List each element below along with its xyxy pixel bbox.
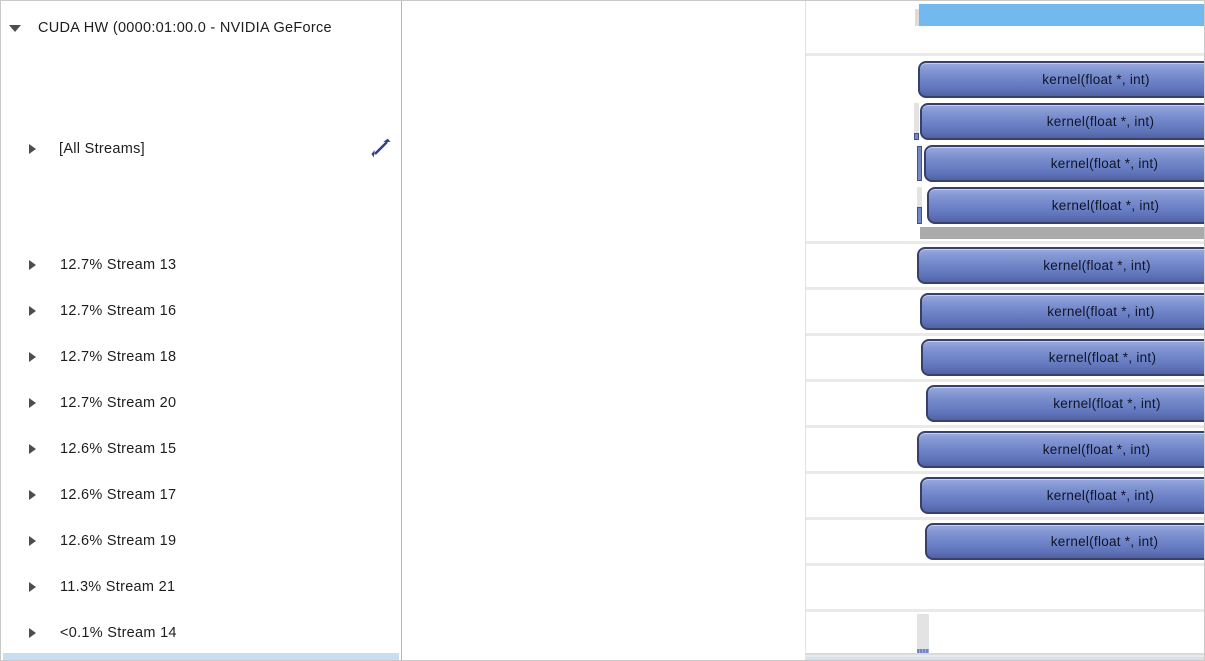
- stream-row-label: 11.3% Stream 21: [60, 579, 176, 595]
- kernel-bar-label: kernel(float *, int): [1050, 156, 1159, 171]
- stream-row-label: 12.6% Stream 15: [60, 441, 177, 457]
- kernel-bar[interactable]: kernel(float *, int): [920, 103, 1204, 140]
- all-streams-row-label: [All Streams]: [59, 141, 145, 157]
- tree-row-stream-20[interactable]: 12.7% Stream 20: [1, 388, 401, 418]
- kernel-bar-label: kernel(float *, int): [1051, 198, 1160, 213]
- kernel-bar-label: kernel(float *, int): [1042, 72, 1150, 87]
- row-separator: [806, 517, 1204, 520]
- tree-row-stream-18[interactable]: 12.7% Stream 18: [1, 342, 401, 372]
- row-separator: [806, 333, 1204, 336]
- timeline-tree-panel: CUDA HW (0000:01:00.0 - NVIDIA GeForce […: [1, 1, 402, 660]
- tree-row-cuda-hw[interactable]: CUDA HW (0000:01:00.0 - NVIDIA GeForce: [1, 13, 401, 43]
- expand-triangle-icon[interactable]: [29, 444, 36, 454]
- row-separator: [806, 654, 1204, 657]
- kernel-bar[interactable]: kernel(float *, int): [918, 61, 1204, 98]
- resize-diagonal-arrows-icon[interactable]: [370, 137, 392, 159]
- timeline-bottom-divider: [806, 653, 1204, 655]
- kernel-bar[interactable]: kernel(float *, int): [917, 431, 1204, 468]
- kernel-bar-label: kernel(float *, int): [1050, 534, 1159, 549]
- stream-row-label: 12.7% Stream 16: [60, 303, 177, 319]
- row-separator: [806, 609, 1204, 612]
- tiny-kernel-sliver[interactable]: [914, 103, 919, 133]
- tree-row-stream-17[interactable]: 12.6% Stream 17: [1, 480, 401, 510]
- kernel-bar-label: kernel(float *, int): [1053, 396, 1161, 411]
- stream-row-label: 12.7% Stream 13: [60, 257, 177, 273]
- expand-triangle-icon[interactable]: [29, 628, 36, 638]
- expand-triangle-icon[interactable]: [29, 352, 36, 362]
- memory-activity-bar[interactable]: [920, 227, 1204, 239]
- panel-divider: [805, 1, 806, 660]
- tree-row-stream-14[interactable]: <0.1% Stream 14: [1, 618, 401, 648]
- tiny-kernel-sliver[interactable]: [917, 614, 929, 651]
- expand-triangle-icon[interactable]: [29, 144, 36, 154]
- kernel-bar[interactable]: kernel(float *, int): [926, 385, 1204, 422]
- kernel-bar[interactable]: kernel(float *, int): [920, 293, 1204, 330]
- tree-row-stream-21[interactable]: 11.3% Stream 21: [1, 572, 401, 602]
- tiny-kernel-sliver[interactable]: [917, 146, 922, 181]
- expand-triangle-icon[interactable]: [29, 536, 36, 546]
- row-separator: [806, 471, 1204, 474]
- expand-triangle-icon[interactable]: [29, 582, 36, 592]
- kernel-bar[interactable]: kernel(float *, int): [920, 477, 1204, 514]
- expand-triangle-icon[interactable]: [29, 398, 36, 408]
- stream-row-label: 12.6% Stream 17: [60, 487, 177, 503]
- kernel-bar-label: kernel(float *, int): [1043, 258, 1151, 273]
- kernel-bar[interactable]: kernel(float *, int): [925, 523, 1204, 560]
- stream-row-label: 12.7% Stream 18: [60, 349, 177, 365]
- tree-row-stream-15[interactable]: 12.6% Stream 15: [1, 434, 401, 464]
- row-separator: [806, 563, 1204, 566]
- expand-triangle-icon[interactable]: [29, 260, 36, 270]
- kernel-bar-label: kernel(float *, int): [1046, 114, 1155, 129]
- tiny-kernel-sliver[interactable]: [917, 207, 922, 224]
- stream-row-label: 12.7% Stream 20: [60, 395, 177, 411]
- row-separator: [806, 241, 1204, 244]
- tree-panel-horizontal-scrollbar[interactable]: [3, 653, 399, 660]
- cuda-hw-row-label: CUDA HW (0000:01:00.0 - NVIDIA GeForce: [38, 20, 332, 36]
- kernel-bar[interactable]: kernel(float *, int): [924, 145, 1204, 182]
- tree-row-stream-19[interactable]: 12.6% Stream 19: [1, 526, 401, 556]
- kernel-bar-label: kernel(float *, int): [1047, 304, 1155, 319]
- tree-row-stream-16[interactable]: 12.7% Stream 16: [1, 296, 401, 326]
- stream-row-label: <0.1% Stream 14: [60, 625, 177, 641]
- row-separator: [806, 379, 1204, 382]
- row-separator: [806, 425, 1204, 428]
- tiny-kernel-sliver[interactable]: [917, 649, 929, 654]
- kernel-bar-label: kernel(float *, int): [1048, 350, 1157, 365]
- cuda-hw-summary-bar[interactable]: [919, 4, 1204, 26]
- tiny-kernel-sliver[interactable]: [917, 187, 922, 207]
- kernel-bar-label: kernel(float *, int): [1046, 488, 1155, 503]
- kernel-bar-label: kernel(float *, int): [1042, 442, 1151, 457]
- kernel-bar[interactable]: kernel(float *, int): [921, 339, 1204, 376]
- tree-row-all-streams[interactable]: [All Streams]: [1, 134, 401, 164]
- row-separator: [806, 53, 1204, 56]
- timeline-horizontal-scrollbar[interactable]: [806, 657, 1204, 660]
- collapse-triangle-icon[interactable]: [9, 24, 21, 32]
- stream-row-label: 12.6% Stream 19: [60, 533, 177, 549]
- tiny-kernel-sliver[interactable]: [914, 133, 919, 140]
- kernel-bar[interactable]: kernel(float *, int): [917, 247, 1204, 284]
- timeline-chart-panel: kernel(float *, int) kernel(float *, int…: [403, 1, 1204, 660]
- row-separator: [806, 287, 1204, 290]
- kernel-bar[interactable]: kernel(float *, int): [927, 187, 1204, 224]
- tree-row-stream-13[interactable]: 12.7% Stream 13: [1, 250, 401, 280]
- activity-tick: [915, 9, 919, 26]
- expand-triangle-icon[interactable]: [29, 306, 36, 316]
- expand-triangle-icon[interactable]: [29, 490, 36, 500]
